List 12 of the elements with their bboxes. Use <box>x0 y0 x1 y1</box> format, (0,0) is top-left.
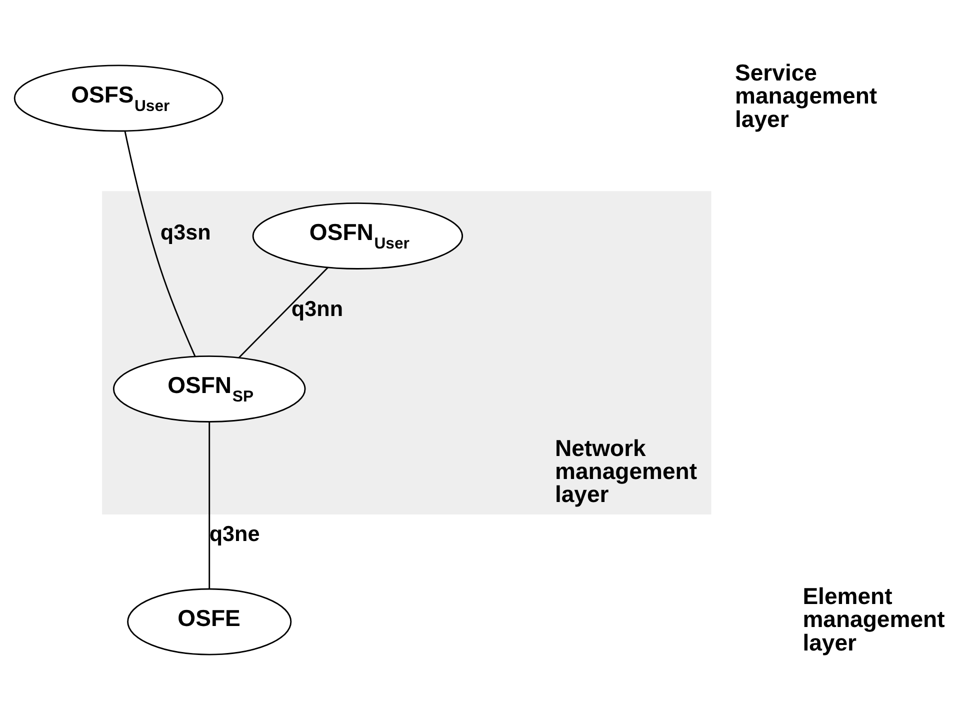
connector <box>208 421 210 588</box>
node-ellipse: OSFS$_{User}$ <box>13 64 223 132</box>
edge-label: q3ne <box>208 520 260 546</box>
node-ellipse: OSFN$_{SP}$ <box>112 354 306 422</box>
connector <box>124 130 196 356</box>
connector <box>238 266 328 358</box>
node-ellipse: OSFE <box>126 588 292 655</box>
label: Element management layer <box>802 582 944 655</box>
label: Service management layer <box>734 59 877 132</box>
edge-label: q3sn <box>160 219 210 244</box>
edge-label: q3nn <box>290 296 343 321</box>
node-ellipse: OSFN$_{User}$ <box>252 202 463 269</box>
